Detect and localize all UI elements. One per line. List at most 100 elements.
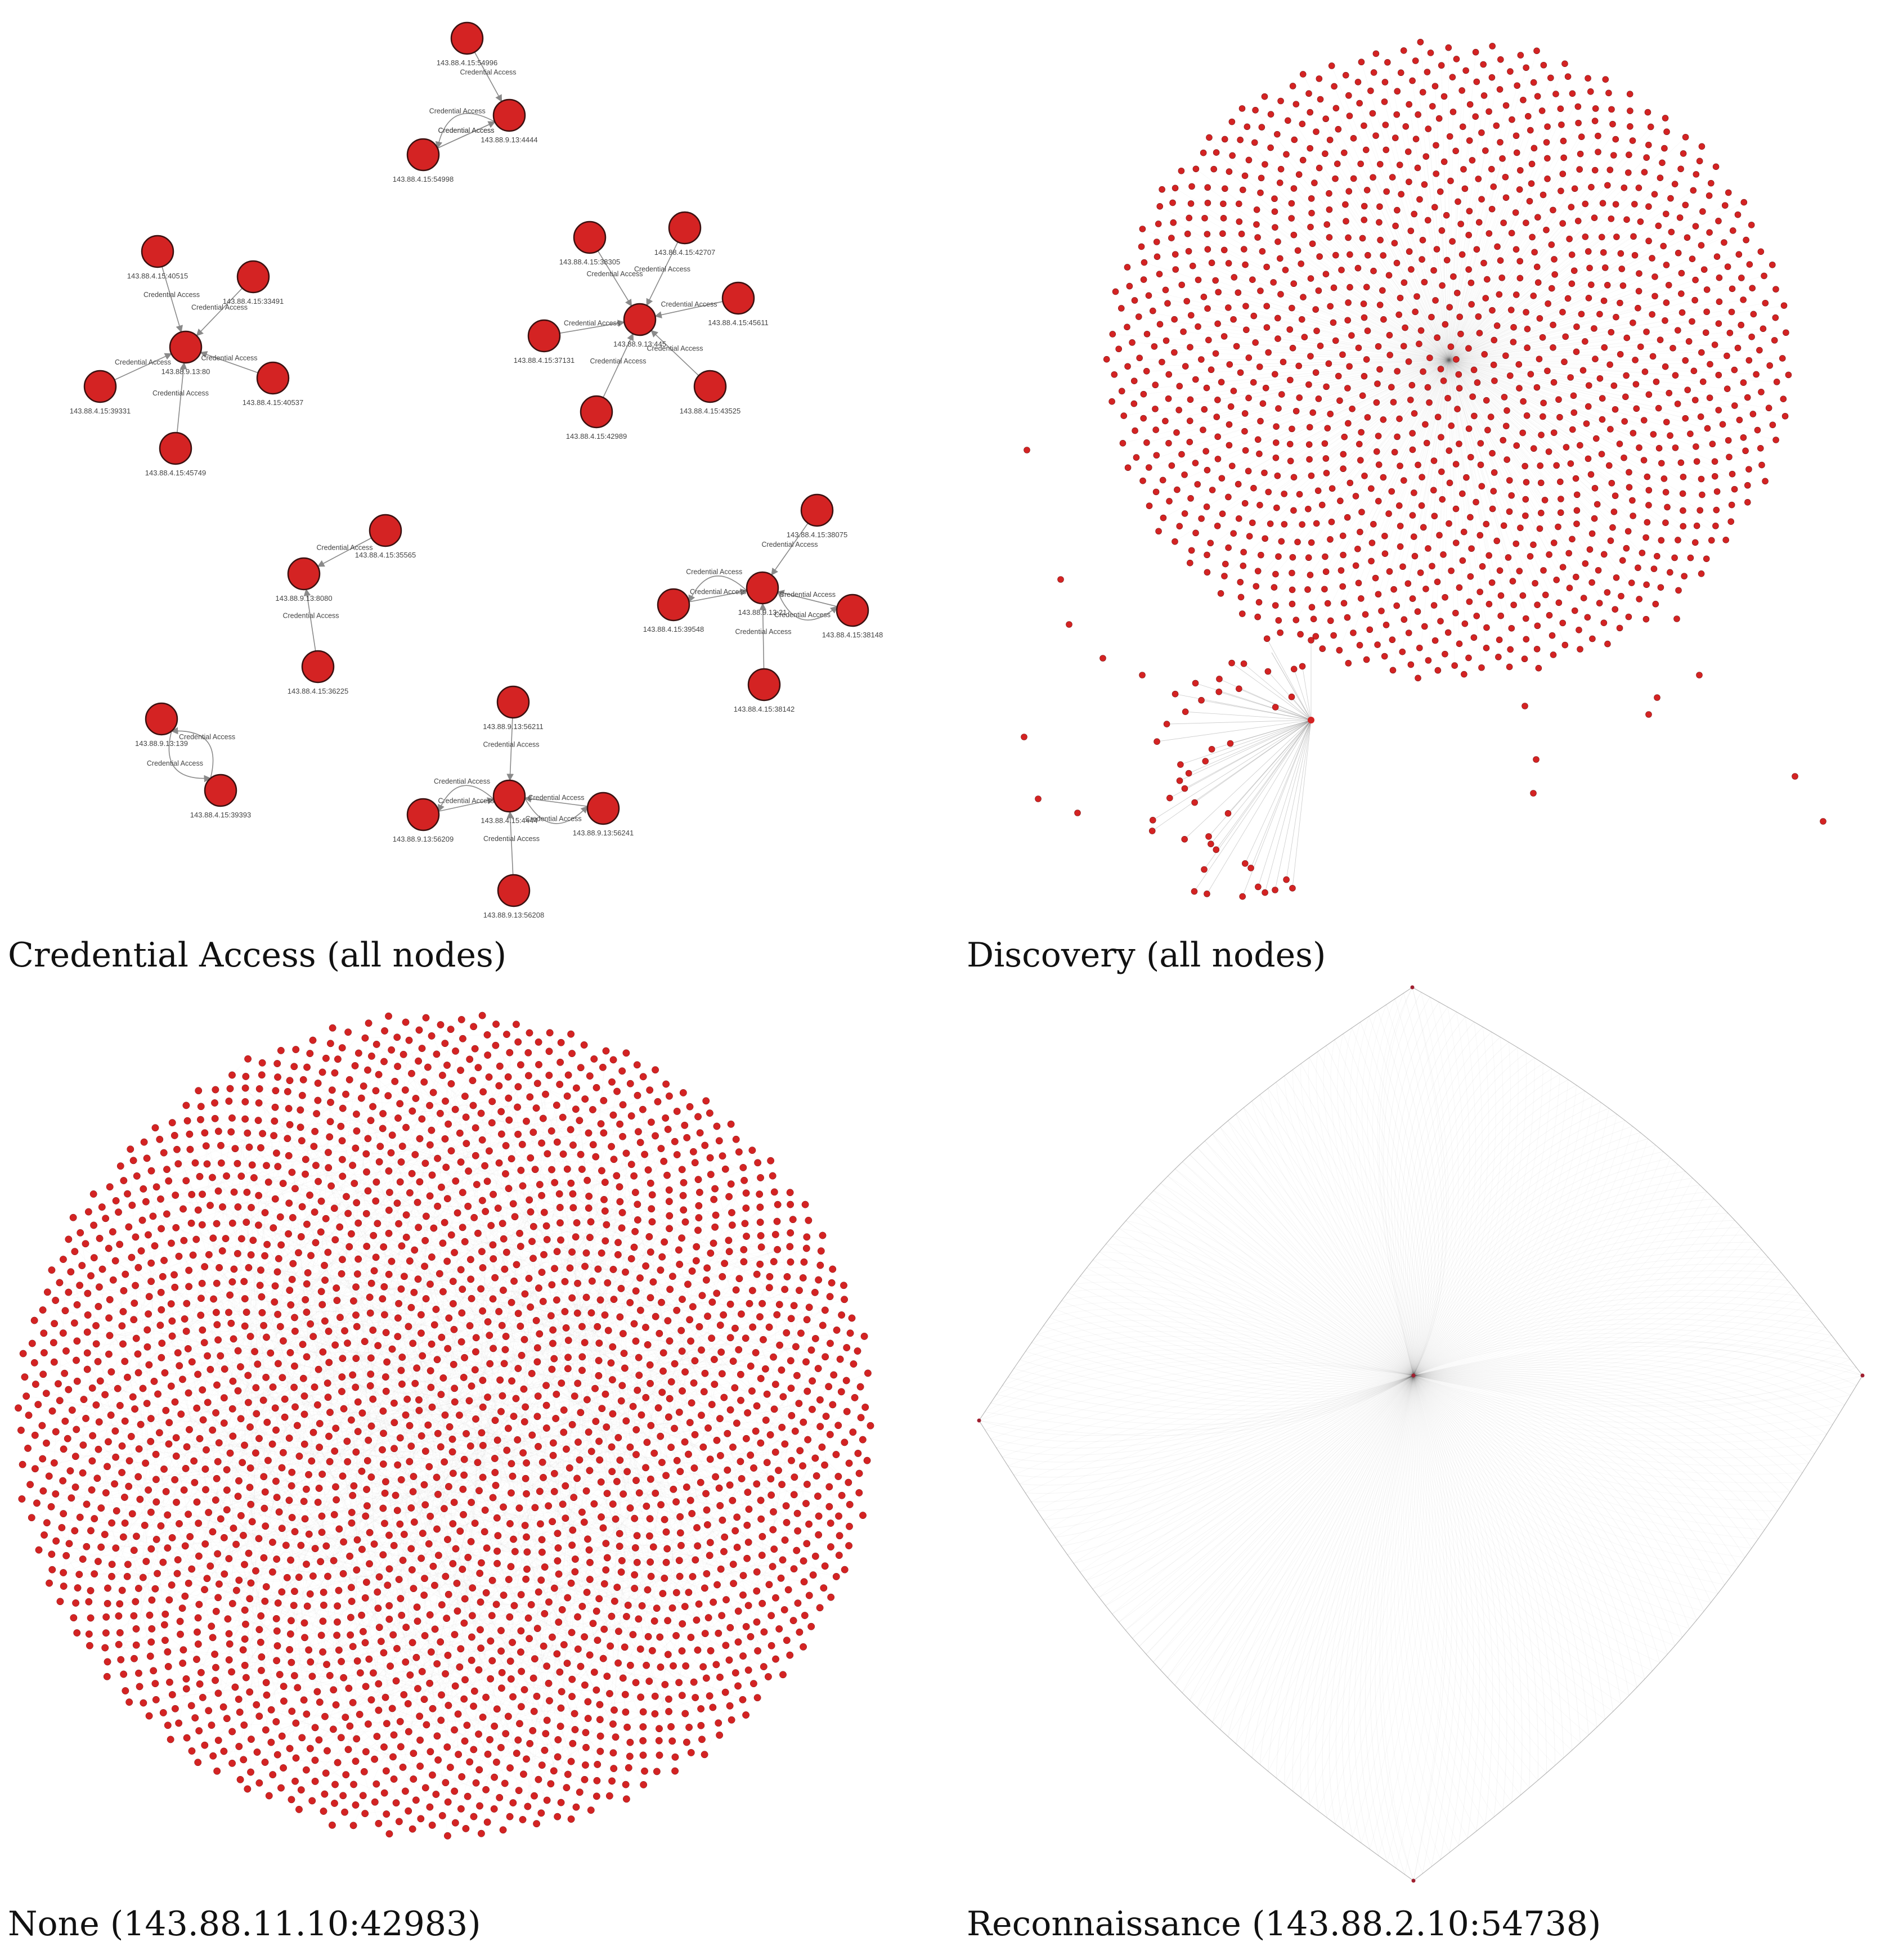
graph-node[interactable] (1186, 438, 1193, 446)
graph-node[interactable] (542, 1222, 550, 1230)
graph-node[interactable] (366, 1382, 374, 1390)
graph-node[interactable] (1281, 521, 1288, 528)
graph-node[interactable] (536, 1487, 544, 1495)
graph-node[interactable] (677, 1327, 685, 1334)
graph-node[interactable] (500, 1235, 508, 1243)
graph-node[interactable] (362, 1210, 370, 1217)
graph-node[interactable] (1437, 366, 1444, 372)
graph-node[interactable] (226, 1640, 234, 1648)
graph-node[interactable] (1247, 865, 1254, 871)
graph-node[interactable] (616, 1456, 624, 1464)
graph-node[interactable] (225, 1309, 232, 1316)
graph-node[interactable] (412, 1653, 420, 1661)
graph-node[interactable] (1630, 319, 1636, 326)
graph-node[interactable] (1555, 599, 1563, 606)
graph-node[interactable] (573, 1309, 581, 1317)
graph-node[interactable] (383, 1358, 391, 1366)
graph-node[interactable] (632, 1426, 640, 1433)
graph-node[interactable] (474, 1229, 482, 1237)
graph-node[interactable] (1131, 297, 1138, 304)
graph-node[interactable] (1178, 281, 1186, 289)
graph-node[interactable] (472, 1152, 479, 1159)
graph-node[interactable] (276, 1213, 284, 1221)
graph-node[interactable] (297, 1541, 305, 1549)
graph-node[interactable] (262, 1522, 270, 1530)
graph-node[interactable] (1641, 368, 1649, 375)
graph-node[interactable] (1318, 501, 1326, 509)
graph-node[interactable] (369, 1327, 377, 1334)
graph-node[interactable] (1272, 371, 1278, 377)
graph-node[interactable] (1562, 333, 1569, 340)
graph-node[interactable] (1442, 650, 1448, 658)
graph-node[interactable] (1386, 352, 1393, 358)
graph-node[interactable] (472, 1124, 479, 1132)
graph-node[interactable] (1550, 379, 1558, 386)
graph-node[interactable] (1664, 504, 1671, 511)
graph-node[interactable] (410, 1473, 418, 1480)
graph-node[interactable] (708, 1401, 716, 1409)
graph-node[interactable] (1578, 311, 1585, 318)
graph-node[interactable] (237, 1235, 245, 1243)
graph-node[interactable] (1176, 777, 1183, 784)
graph-node[interactable] (1399, 563, 1406, 570)
graph-node[interactable] (466, 1256, 474, 1264)
graph-node[interactable] (324, 1248, 332, 1256)
graph-node[interactable] (304, 1269, 312, 1276)
graph-node[interactable] (555, 1190, 563, 1198)
graph-node[interactable] (715, 1484, 723, 1492)
graph-node[interactable] (361, 1594, 369, 1602)
graph-node[interactable] (1434, 667, 1442, 674)
graph-node[interactable] (158, 1306, 165, 1314)
graph-node[interactable] (516, 1229, 523, 1237)
graph-node[interactable] (196, 1435, 204, 1442)
graph-node[interactable] (141, 235, 174, 268)
graph-node[interactable] (1612, 136, 1619, 143)
graph-node[interactable] (1440, 377, 1447, 384)
graph-node[interactable] (737, 1370, 744, 1378)
graph-node[interactable] (1762, 299, 1769, 307)
graph-node[interactable] (452, 1177, 460, 1185)
graph-node[interactable] (549, 1439, 557, 1447)
graph-node[interactable] (1539, 334, 1546, 341)
graph-node[interactable] (325, 1359, 333, 1366)
graph-node[interactable] (449, 1469, 457, 1477)
graph-node[interactable] (1582, 560, 1589, 567)
graph-node[interactable] (1452, 540, 1460, 546)
graph-node[interactable] (1612, 201, 1619, 208)
graph-node[interactable] (1452, 609, 1459, 617)
graph-node[interactable] (602, 1540, 610, 1547)
graph-node[interactable] (1533, 263, 1541, 271)
graph-node[interactable] (1135, 313, 1142, 320)
graph-node[interactable] (285, 1199, 293, 1207)
graph-node[interactable] (311, 1208, 318, 1216)
graph-node[interactable] (1225, 304, 1232, 311)
graph-node[interactable] (213, 1220, 221, 1228)
graph-node[interactable] (1523, 64, 1529, 71)
graph-node[interactable] (1267, 520, 1274, 527)
graph-node[interactable] (1394, 206, 1401, 214)
graph-node[interactable] (700, 1388, 708, 1396)
graph-node[interactable] (665, 1413, 672, 1421)
graph-node[interactable] (202, 1486, 209, 1494)
graph-node[interactable] (1693, 458, 1700, 465)
graph-node[interactable] (315, 1365, 322, 1373)
graph-node[interactable] (1275, 617, 1282, 624)
graph-node[interactable] (426, 1611, 434, 1619)
graph-node[interactable] (382, 1693, 389, 1701)
graph-node[interactable] (1550, 206, 1556, 214)
graph-node[interactable] (155, 1429, 163, 1437)
graph-node[interactable] (262, 1583, 270, 1590)
graph-node[interactable] (463, 1721, 471, 1729)
graph-node[interactable] (523, 1548, 531, 1556)
graph-node[interactable] (1649, 255, 1655, 262)
graph-node[interactable] (1446, 304, 1453, 311)
graph-node[interactable] (382, 1329, 390, 1337)
graph-node[interactable] (1109, 331, 1116, 338)
graph-node[interactable] (1589, 635, 1596, 642)
graph-node[interactable] (666, 1395, 674, 1402)
graph-node[interactable] (1414, 608, 1421, 615)
graph-node[interactable] (1577, 442, 1583, 449)
graph-node[interactable] (1680, 150, 1687, 157)
graph-node[interactable] (607, 1642, 614, 1650)
graph-node[interactable] (568, 1675, 576, 1683)
